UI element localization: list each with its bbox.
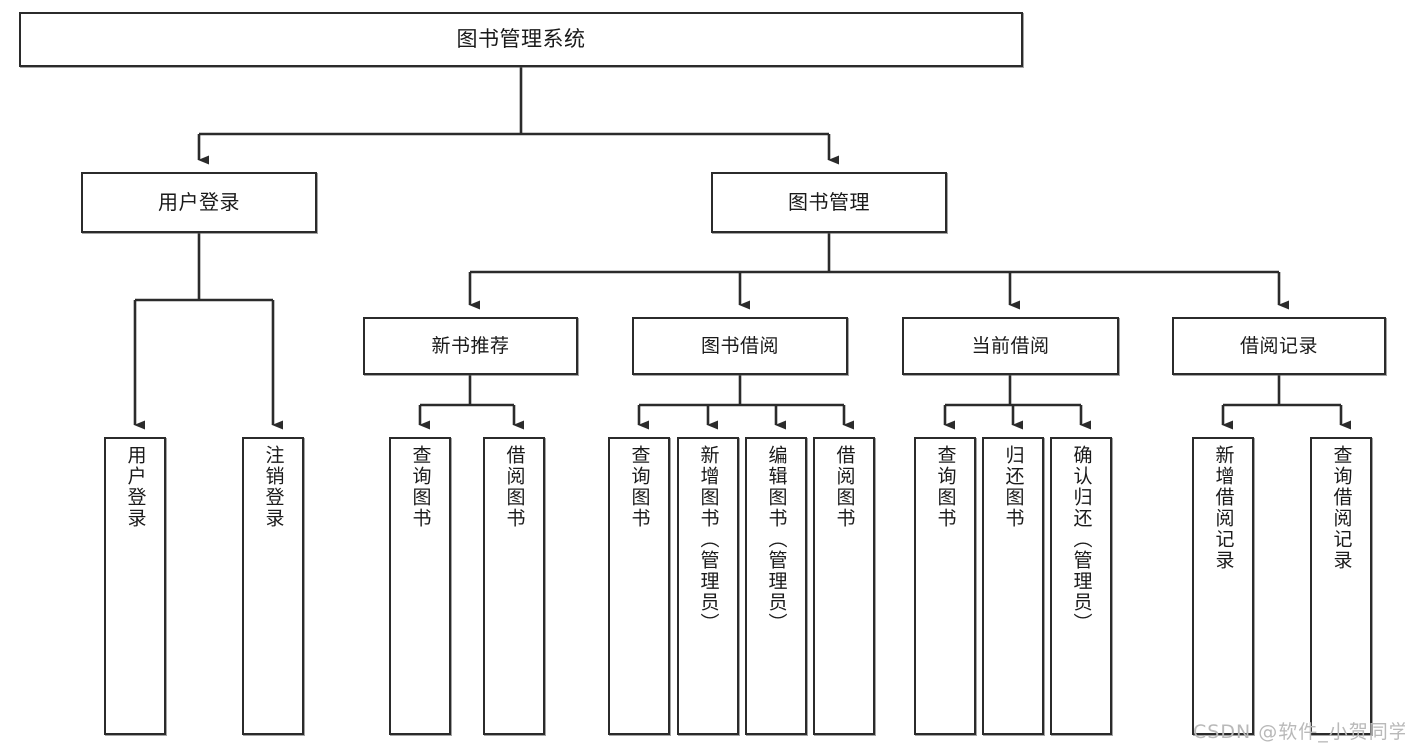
node-new-book-recommend[interactable]: 新书推荐	[363, 317, 578, 375]
node-leaf-add-book[interactable]: 新增图书（管理员）	[677, 437, 739, 735]
node-leaf-query-book-2[interactable]: 查询图书	[608, 437, 670, 735]
node-leaf-confirm-return[interactable]: 确认归还（管理员）	[1050, 437, 1112, 735]
node-leaf-add-record[interactable]: 新增借阅记录	[1192, 437, 1254, 735]
node-label: 编辑图书（管理员）	[765, 445, 788, 634]
node-label: 确认归还（管理员）	[1070, 445, 1093, 634]
node-root-system[interactable]: 图书管理系统	[19, 12, 1023, 67]
node-label: 新增图书（管理员）	[697, 445, 720, 634]
node-leaf-borrow-book-2[interactable]: 借阅图书	[813, 437, 875, 735]
node-label: 图书管理系统	[456, 27, 586, 52]
node-leaf-borrow-book-1[interactable]: 借阅图书	[483, 437, 545, 735]
node-label: 注销登录	[262, 445, 285, 529]
node-label: 用户登录	[158, 189, 240, 214]
node-label: 图书管理	[788, 189, 870, 214]
node-label: 借阅记录	[1239, 334, 1318, 357]
node-label: 新增借阅记录	[1212, 445, 1235, 571]
node-user-login[interactable]: 用户登录	[81, 172, 317, 233]
node-current-borrow[interactable]: 当前借阅	[902, 317, 1119, 375]
node-label: 借阅图书	[833, 445, 856, 529]
node-leaf-query-book-1[interactable]: 查询图书	[389, 437, 451, 735]
node-leaf-logout-login[interactable]: 注销登录	[242, 437, 304, 735]
node-label: 借阅图书	[503, 445, 526, 529]
watermark-text: CSDN @软件_小贺同学	[1193, 721, 1405, 743]
node-borrow-record[interactable]: 借阅记录	[1172, 317, 1386, 375]
node-label: 归还图书	[1002, 445, 1025, 529]
node-label: 图书借阅	[700, 334, 779, 357]
node-label: 用户登录	[124, 445, 147, 529]
node-label: 查询图书	[409, 445, 432, 529]
node-label: 查询图书	[934, 445, 957, 529]
node-leaf-query-record[interactable]: 查询借阅记录	[1310, 437, 1372, 735]
node-leaf-query-book-3[interactable]: 查询图书	[914, 437, 976, 735]
node-leaf-edit-book[interactable]: 编辑图书（管理员）	[745, 437, 807, 735]
node-label: 查询图书	[628, 445, 651, 529]
node-book-borrow[interactable]: 图书借阅	[632, 317, 848, 375]
node-book-manage[interactable]: 图书管理	[711, 172, 947, 233]
node-leaf-return-book[interactable]: 归还图书	[982, 437, 1044, 735]
node-leaf-user-login[interactable]: 用户登录	[104, 437, 166, 735]
node-label: 查询借阅记录	[1330, 445, 1353, 571]
node-label: 当前借阅	[971, 334, 1050, 357]
node-label: 新书推荐	[431, 334, 510, 357]
